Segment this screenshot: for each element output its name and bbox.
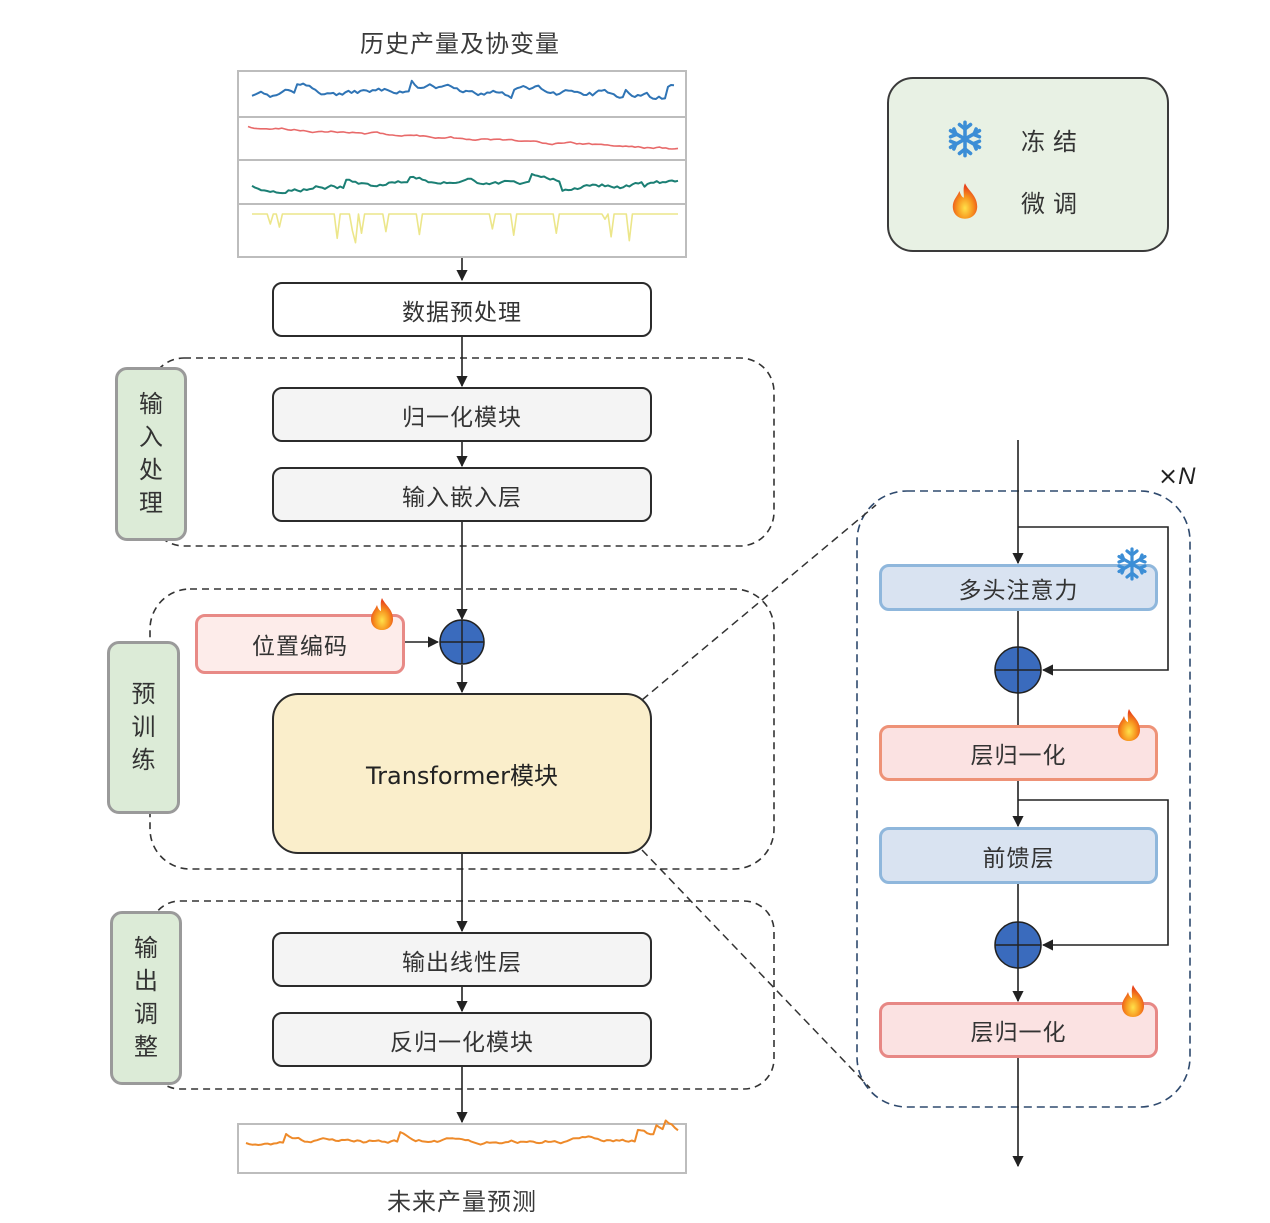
flame-icon: [1116, 983, 1150, 1019]
stage-char: 出: [134, 967, 158, 995]
series-line-1: [247, 125, 679, 150]
stage-char: 训: [131, 713, 156, 741]
layer-norm-2: 层归一化: [879, 1002, 1158, 1058]
legend-item-finetune: 微调: [945, 181, 1085, 221]
transformer-module: Transformer模块: [272, 693, 652, 854]
series-line-3: [252, 213, 678, 244]
adder-node: [439, 619, 485, 665]
forecast-line: [245, 1119, 679, 1146]
layer-norm-1: 层归一化: [879, 725, 1158, 781]
flame-icon: [365, 596, 399, 632]
series-line-2: [251, 173, 679, 195]
positional-encoding-box: 位置编码: [195, 614, 405, 674]
multi-head-attention-layer: 多头注意力: [879, 564, 1158, 611]
denormalization-module: 反归一化模块: [272, 1012, 652, 1067]
snowflake-icon: [945, 119, 985, 159]
residual-connection: [1018, 799, 1169, 951]
legend-panel: 冻结 微调: [887, 77, 1169, 252]
stage-char: 入: [139, 423, 163, 451]
repeat-label: ×N: [1158, 462, 1195, 491]
stage-char: 调: [134, 1000, 158, 1028]
normalization-module: 归一化模块: [272, 387, 652, 442]
stage-char: 整: [134, 1033, 158, 1061]
output-linear-layer: 输出线性层: [272, 932, 652, 987]
legend-label: 微调: [1021, 189, 1085, 218]
residual-connection: [1018, 526, 1169, 676]
snowflake-icon: [1115, 546, 1149, 582]
stage-char: 处: [139, 456, 163, 484]
repeat-var: N: [1178, 463, 1196, 490]
stage-label-output: 输 出 调 整: [110, 911, 182, 1085]
feed-forward-layer: 前馈层: [879, 827, 1158, 884]
output-series-panel: [237, 1123, 687, 1174]
stage-char: 练: [131, 746, 156, 774]
stage-char: 输: [139, 390, 163, 418]
input-embedding-layer: 输入嵌入层: [272, 467, 652, 522]
stage-char: 预: [131, 680, 156, 708]
flame-icon: [1112, 707, 1146, 743]
zoom-line-bottom: [641, 849, 871, 1089]
repeat-symbol: ×: [1158, 462, 1179, 490]
output-title: 未来产量预测: [387, 1188, 537, 1216]
series-line-0: [251, 79, 675, 100]
legend-label: 冻结: [1021, 127, 1085, 156]
input-title: 历史产量及协变量: [360, 30, 560, 58]
legend-item-frozen: 冻结: [945, 119, 1085, 159]
stage-label-input: 输 入 处 理: [115, 367, 187, 541]
stage-char: 输: [134, 934, 158, 962]
stage-char: 理: [139, 489, 163, 517]
stage-label-pretrain: 预 训 练: [107, 641, 180, 814]
preprocess-box: 数据预处理: [272, 282, 652, 337]
flame-icon: [945, 181, 985, 221]
adder-node: [994, 921, 1042, 969]
zoom-line-top: [641, 504, 877, 701]
adder-node: [994, 646, 1042, 694]
transformer-detail-group: [856, 490, 1191, 1108]
